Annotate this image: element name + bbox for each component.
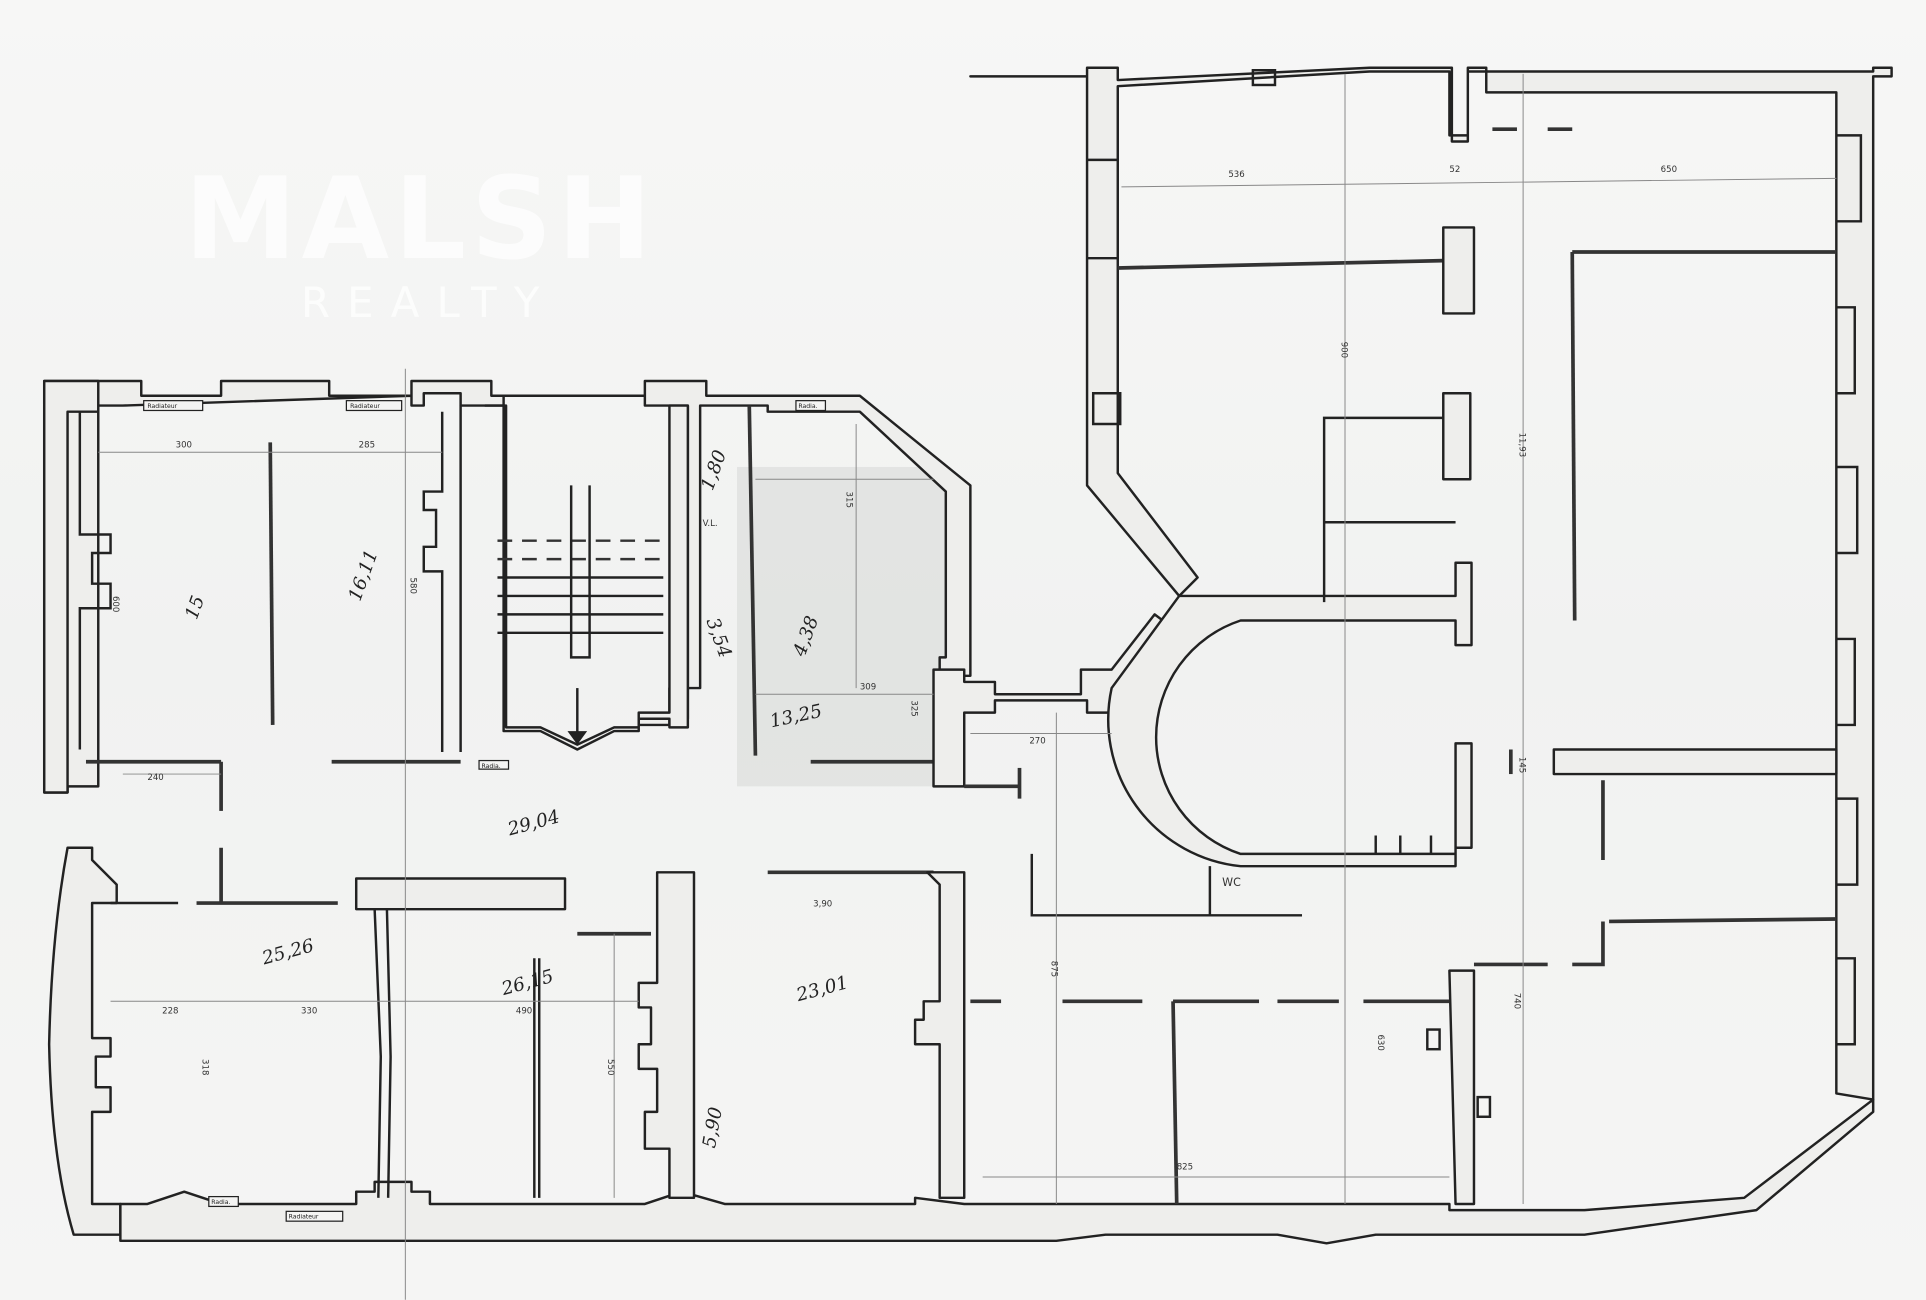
dimension-label: 825 <box>1177 1163 1193 1173</box>
staircase <box>497 485 664 745</box>
dimension-label: 318 <box>200 1059 210 1075</box>
watermark-logo: MALSH <box>184 153 656 285</box>
watermark-subtitle: REALTY <box>301 278 557 327</box>
radiator-label: Radiateur <box>147 403 177 410</box>
dimension-label: 630 <box>1375 1034 1385 1050</box>
area-label: 15 <box>181 593 209 622</box>
area-label: 5,90 <box>699 1105 727 1149</box>
area-label: 16,11 <box>345 547 383 604</box>
dimension-label: 325 <box>908 700 918 716</box>
radiator-label: Radia. <box>482 763 501 770</box>
dimension-label: 11,93 <box>1516 433 1526 458</box>
dimension-label: 600 <box>110 596 120 612</box>
scan-shadow <box>736 466 946 787</box>
chimney-icon <box>1251 69 1277 87</box>
area-label: 25,26 <box>259 935 317 969</box>
dimension-label: 270 <box>1029 736 1045 746</box>
dimension-label: 875 <box>1048 961 1058 977</box>
room-label-wc: WC <box>1222 876 1241 889</box>
dimension-label: 285 <box>359 440 375 450</box>
dimension-label: 145 <box>1516 757 1526 773</box>
dimension-lines <box>98 73 1837 1300</box>
room-label-vl: V.L. <box>703 519 718 529</box>
dimension-label: 240 <box>147 773 163 783</box>
arrow-down-icon <box>567 731 588 745</box>
area-label: 29,04 <box>505 806 562 840</box>
dimension-label: 650 <box>1661 165 1677 175</box>
area-label: 3,90 <box>813 900 832 910</box>
dimension-label: 740 <box>1512 993 1522 1009</box>
dimension-labels: 300 285 600 580 240 315 309 325 270 228 … <box>110 165 1677 1172</box>
dimension-label: 52 <box>1449 165 1460 175</box>
left-wing-walls <box>42 379 972 794</box>
radiator-tags: Radiateur Radiateur Radia. Radia. Radiat… <box>143 400 827 1222</box>
chimney-icon <box>1426 1028 1441 1051</box>
right-wing-partitions <box>970 127 1838 1206</box>
radiator-label: Radia. <box>798 403 817 410</box>
right-wing-walls <box>969 66 1893 1101</box>
area-label: 23,01 <box>793 972 850 1006</box>
dimension-label: 315 <box>843 492 853 508</box>
dimension-label: 536 <box>1228 170 1244 180</box>
dimension-label: 550 <box>605 1059 615 1075</box>
dimension-label: 309 <box>860 682 876 692</box>
dimension-label: 900 <box>1338 342 1348 358</box>
curved-corridor <box>1107 561 1473 868</box>
dimension-label: 300 <box>176 440 192 450</box>
dimension-label: 490 <box>516 1007 532 1017</box>
left-wing-partitions <box>85 405 934 904</box>
dimension-label: 330 <box>301 1007 317 1017</box>
radiator-label: Radiateur <box>350 403 380 410</box>
lower-wing-walls <box>47 846 1875 1245</box>
chimney-icon <box>1476 1095 1492 1118</box>
area-label: 1,80 <box>697 447 731 493</box>
radiator-label: Radiateur <box>289 1214 319 1221</box>
dimension-label: 228 <box>162 1007 178 1017</box>
radiator-label: Radia. <box>211 1199 230 1206</box>
dimension-label: 580 <box>407 578 417 594</box>
area-label: 3,54 <box>702 615 736 661</box>
area-label: 26,15 <box>499 966 556 1000</box>
